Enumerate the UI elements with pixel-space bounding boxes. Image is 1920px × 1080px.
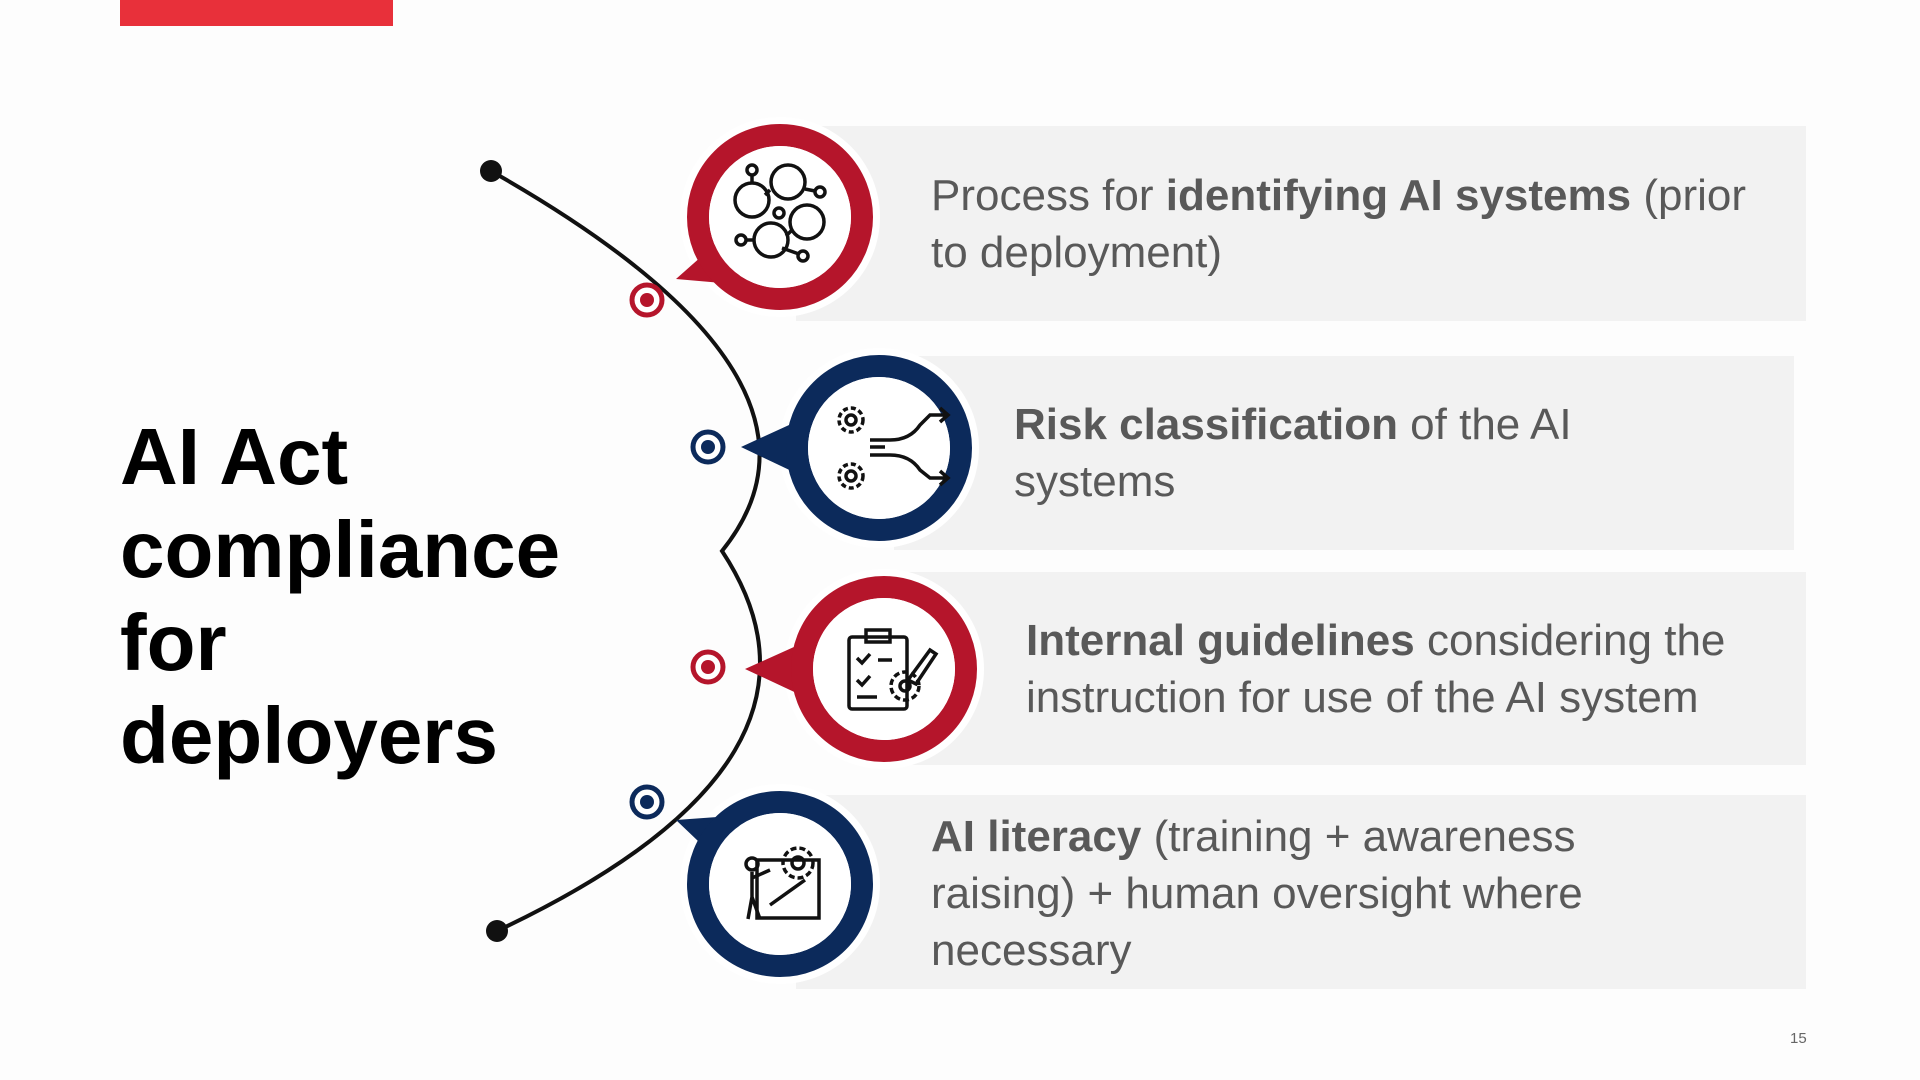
title-line: AI Act: [120, 412, 349, 501]
item-text: Process for: [931, 171, 1166, 220]
bubble-4: [676, 784, 880, 984]
item-bold-text: Risk classification: [1014, 400, 1398, 449]
bubble-2: [741, 348, 979, 548]
item-text: considering the instruction for use of t…: [1026, 616, 1726, 722]
item-bold-text: AI literacy: [931, 812, 1142, 861]
item-text: (prior to deployment): [931, 171, 1747, 277]
item-panel-2: [894, 356, 1794, 550]
item-panel-4: [796, 795, 1806, 989]
item-text: of the AI systems: [1014, 400, 1572, 506]
arc-end-dot: [480, 160, 502, 182]
timeline-marker-2: [690, 429, 726, 465]
timeline-marker-1: [629, 282, 665, 318]
item-bold-text: Internal guidelines: [1026, 616, 1415, 665]
item-panel-1: [796, 126, 1806, 321]
item-text-1: Process for identifying AI systems (prio…: [931, 167, 1781, 281]
title-line: for: [120, 598, 227, 687]
accent-bar: [120, 0, 393, 26]
network-people-icon: [733, 163, 827, 263]
timeline-marker-3: [690, 649, 726, 685]
item-text-2: Risk classification of the AI systems: [1014, 396, 1664, 510]
gears-arrows-icon: [837, 406, 951, 490]
item-text-3: Internal guidelines considering the inst…: [1026, 612, 1816, 726]
person-gear-icon: [744, 846, 821, 920]
title-line: compliance: [120, 505, 561, 594]
item-panel-3: [906, 572, 1806, 765]
bubble-3: [745, 569, 984, 769]
page-number: 15: [1790, 1030, 1807, 1047]
arc-end-dot: [486, 920, 508, 942]
timeline-marker-4: [629, 784, 665, 820]
slide-title: AI Act compliance for deployers: [120, 410, 640, 782]
item-bold-text: identifying AI systems: [1165, 171, 1632, 220]
item-text: (training + awareness raising) + human o…: [931, 812, 1583, 975]
timeline-arc: [490, 169, 763, 933]
title-line: deployers: [120, 691, 498, 780]
item-text-4: AI literacy (training + awareness raisin…: [931, 808, 1691, 979]
clipboard-gear-icon: [847, 628, 939, 711]
